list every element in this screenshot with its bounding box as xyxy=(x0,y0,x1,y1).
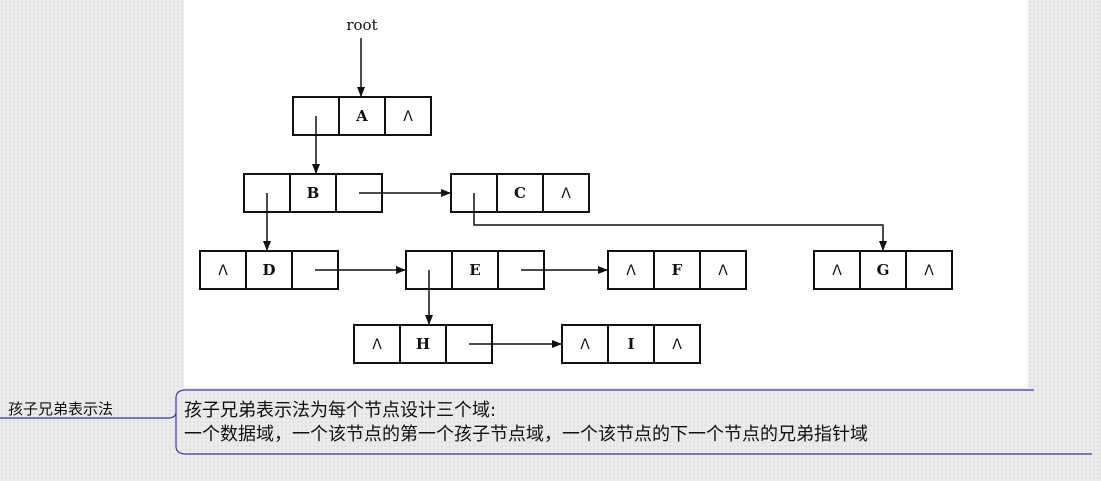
node-data-label: B xyxy=(307,184,320,202)
node-data-label: I xyxy=(627,335,634,353)
null-pointer-symbol: Λ xyxy=(924,263,934,279)
node-a-cell-2 xyxy=(338,96,386,136)
node-e-cell-2 xyxy=(451,250,499,290)
null-pointer-symbol: Λ xyxy=(372,337,382,353)
node-data-label: G xyxy=(877,261,890,279)
node-i-cell-3 xyxy=(653,324,701,364)
node-data-label: C xyxy=(514,184,526,202)
null-pointer-symbol: Λ xyxy=(218,263,228,279)
node-a-cell-3 xyxy=(384,96,432,136)
node-data-label: E xyxy=(469,261,480,279)
section-title: 孩子兄弟表示法 xyxy=(8,400,114,418)
node-data-label: A xyxy=(355,107,368,125)
null-pointer-symbol: Λ xyxy=(580,337,590,353)
null-pointer-symbol: Λ xyxy=(403,109,413,125)
null-pointer-symbol: Λ xyxy=(561,186,571,202)
node-g-cell-1 xyxy=(813,250,861,290)
node-d-cell-1 xyxy=(199,250,247,290)
node-data-label: H xyxy=(416,335,430,353)
node-d-cell-2 xyxy=(245,250,293,290)
node-b-cell-2 xyxy=(289,173,337,213)
null-pointer-symbol: Λ xyxy=(832,263,842,279)
description-text: 孩子兄弟表示法为每个节点设计三个域: 一个数据域，一个该节点的第一个孩子节点域，… xyxy=(184,399,1094,447)
node-data-label: D xyxy=(262,261,275,279)
null-pointer-symbol: Λ xyxy=(718,263,728,279)
node-f-cell-3 xyxy=(699,250,747,290)
node-i-cell-2 xyxy=(607,324,655,364)
null-pointer-symbol: Λ xyxy=(672,337,682,353)
first-child-arrow-c-g xyxy=(473,193,887,251)
description-line-2: 一个数据域，一个该节点的第一个孩子节点域，一个该节点的下一个节点的兄弟指针域 xyxy=(184,424,868,445)
root-label: root xyxy=(346,16,377,34)
null-pointer-symbol: Λ xyxy=(626,263,636,279)
node-data-label: F xyxy=(672,261,683,279)
tree-node-b: B xyxy=(243,173,383,213)
node-h-cell-1 xyxy=(353,324,401,364)
node-c-cell-3 xyxy=(542,173,590,213)
node-g-cell-3 xyxy=(905,250,953,290)
description-line-1: 孩子兄弟表示法为每个节点设计三个域: xyxy=(184,400,497,421)
